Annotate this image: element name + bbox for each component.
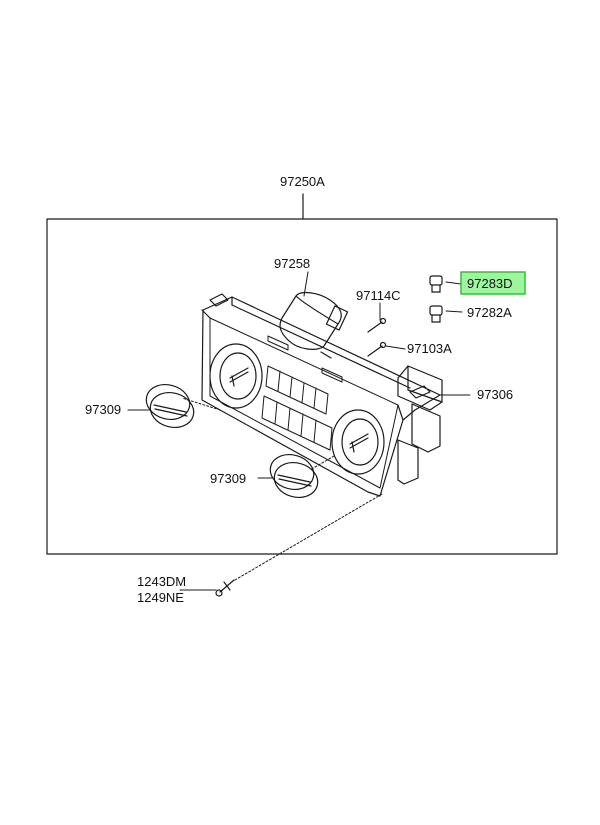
control-panel — [201, 293, 441, 497]
bulb-97282a — [429, 305, 443, 323]
left-dial — [209, 343, 263, 409]
label-bulb-highlighted[interactable]: 97283D — [467, 276, 513, 291]
label-screw-mid: 97103A — [407, 341, 452, 356]
label-knob-bottom: 97309 — [210, 471, 246, 486]
leader-lines — [127, 271, 471, 591]
screw-97114c — [367, 317, 387, 333]
knob-bottom — [269, 454, 319, 498]
screw-97103a — [367, 341, 387, 357]
label-knob-left: 97309 — [85, 402, 121, 417]
label-screw-top: 97114C — [356, 288, 401, 303]
right-dial — [331, 409, 385, 475]
assembly-frame — [46, 218, 558, 555]
side-connector — [397, 365, 443, 485]
label-assembly: 97250A — [280, 174, 325, 189]
button-grid — [261, 335, 343, 451]
knob-left — [145, 384, 195, 428]
actuator-motor — [279, 291, 349, 359]
label-screw-bottom-2: 1249NE — [137, 590, 184, 605]
highlight-box — [460, 271, 526, 295]
bulb-97283d — [429, 275, 443, 293]
label-connector: 97306 — [477, 387, 513, 402]
label-actuator: 97258 — [274, 256, 310, 271]
label-screw-bottom-1: 1243DM — [137, 574, 186, 589]
label-bulb-other: 97282A — [467, 305, 512, 320]
screw-bottom — [215, 579, 235, 597]
